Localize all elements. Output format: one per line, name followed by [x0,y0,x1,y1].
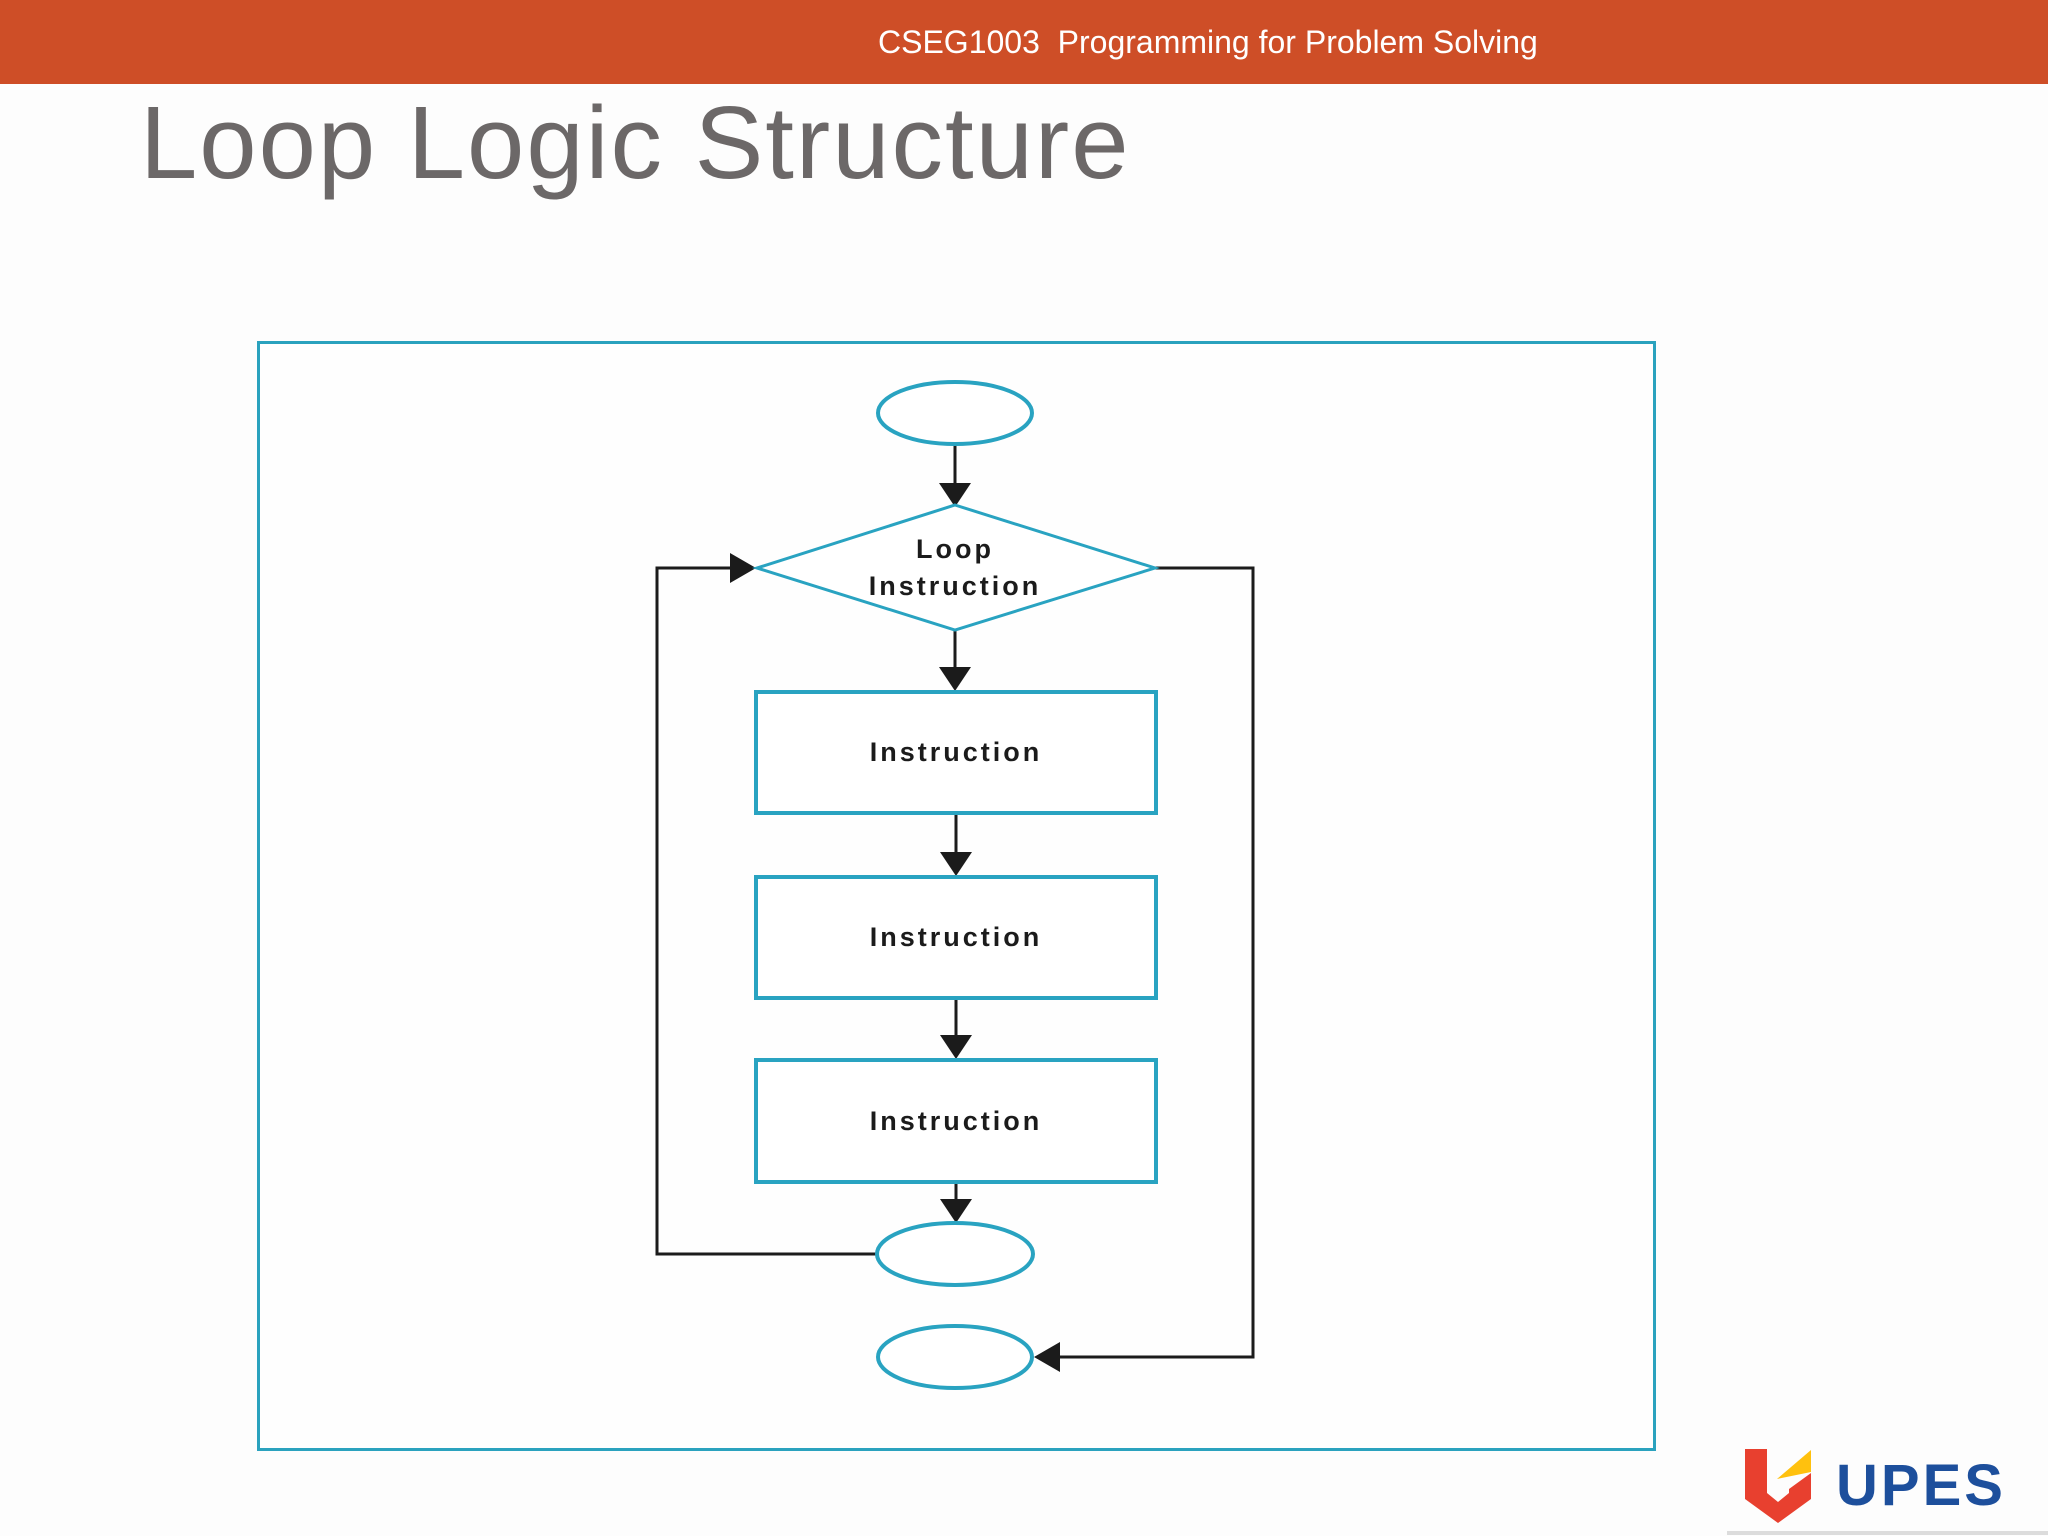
exit-path [1059,566,1255,1359]
start-oval [876,380,1034,446]
loop-connector-oval [875,1221,1035,1287]
arrowhead-start-to-decision [939,483,971,507]
arrowhead-instr2-to-instr3 [940,1035,972,1059]
instruction-box-3 [754,1058,1158,1184]
instruction-label-2: Instruction [869,922,1043,952]
arrowhead-exit [1034,1342,1060,1372]
instruction-box-2 [754,875,1158,1000]
loop-back-path [655,566,876,1256]
end-oval [876,1324,1034,1390]
upes-shield-red [1745,1449,1811,1523]
header-course-text: CSEG1003 Programming for Problem Solving [878,24,1538,60]
arrowhead-instr3-to-loopend [940,1199,972,1223]
instruction-label-1: Instruction [869,737,1043,767]
decision-label-line1: Loop [916,534,994,564]
instruction-label-3: Instruction [869,1106,1043,1136]
page-title: Loop Logic Structure [140,85,1131,200]
decision-label: Loop Instruction [755,531,1155,605]
header-bar: CSEG1003 Programming for Problem Solving [0,0,2048,84]
decision-diamond [752,503,1161,632]
footer-rule [1727,1531,2048,1535]
instruction-box-1 [754,690,1158,815]
upes-wordmark: UPES [1836,1453,2006,1518]
upes-shield-yellow-flag [1777,1450,1811,1479]
arrowhead-loop-back [730,553,756,583]
arrowhead-instr1-to-instr2 [940,852,972,876]
upes-logo-icon [1745,1449,1811,1523]
decision-label-line2: Instruction [868,571,1042,601]
arrowhead-decision-to-instr1 [939,667,971,691]
